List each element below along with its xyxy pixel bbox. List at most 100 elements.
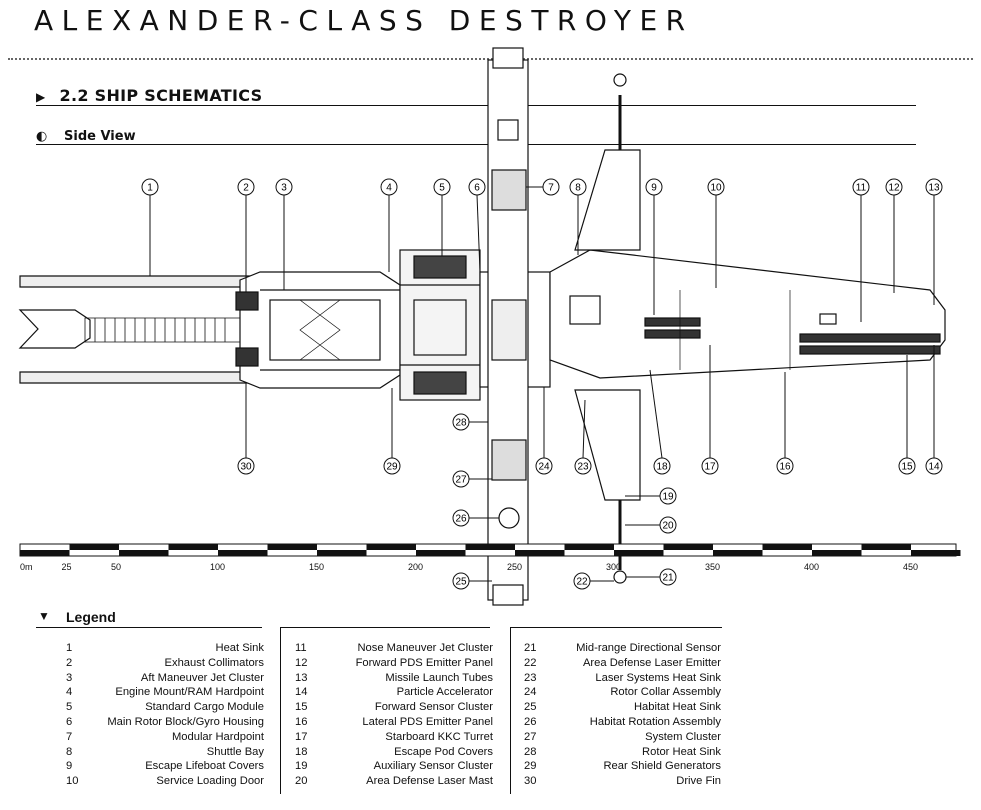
scale-segment xyxy=(762,544,812,550)
scale-segment xyxy=(564,544,614,550)
ship-drawing xyxy=(18,47,946,606)
callout-12: 12 xyxy=(885,178,903,293)
scale-segment xyxy=(861,544,911,550)
callout-24: 24 xyxy=(535,387,553,475)
callout-number: 9 xyxy=(651,183,657,194)
callout-2: 2 xyxy=(237,178,255,292)
callout-circle xyxy=(653,457,671,475)
half-circle-icon: ◐ xyxy=(36,129,48,144)
callout-number: 13 xyxy=(928,183,940,194)
scale-tick-label: 150 xyxy=(309,562,325,572)
legend-number: 19 xyxy=(295,760,308,773)
legend-column-divider xyxy=(510,628,511,794)
legend-number: 12 xyxy=(295,656,308,669)
callout-18: 18 xyxy=(649,369,671,475)
legend-label: Auxiliary Sensor Cluster xyxy=(373,760,493,773)
callout-28: 28 xyxy=(452,413,488,431)
scale-segment xyxy=(317,550,367,556)
scale-segment xyxy=(20,550,70,556)
callout-leader xyxy=(582,399,586,459)
legend-heading-text: Legend xyxy=(66,609,116,625)
callout-number: 18 xyxy=(656,462,668,473)
legend-label: Rotor Collar Assembly xyxy=(610,686,721,699)
legend-label: Laser Systems Heat Sink xyxy=(595,671,721,684)
legend-number: 26 xyxy=(524,715,537,728)
legend-label: Rotor Heat Sink xyxy=(642,745,721,758)
callout-14: 14 xyxy=(925,345,943,475)
section-heading: ▶2.2 SHIP SCHEMATICS xyxy=(36,86,262,105)
legend-number: 29 xyxy=(524,760,537,773)
scale-segment xyxy=(663,544,713,550)
scale-tick-label: 450 xyxy=(903,562,919,572)
section-heading-text: 2.2 SHIP SCHEMATICS xyxy=(59,86,263,105)
callout-4: 4 xyxy=(380,178,398,272)
callout-number: 5 xyxy=(439,183,445,194)
callout-circle xyxy=(776,457,794,475)
legend-number: 18 xyxy=(295,745,308,758)
legend-number: 2 xyxy=(66,656,73,669)
legend-item: 19 Auxiliary Sensor Cluster xyxy=(295,759,493,774)
legend-label: Standard Cargo Module xyxy=(145,701,264,714)
legend-item: 17 Starboard KKC Turret xyxy=(295,730,493,745)
legend-number: 11 xyxy=(295,642,307,654)
legend-rule xyxy=(36,627,262,628)
callout-circle xyxy=(380,178,398,196)
legend-number: 17 xyxy=(295,730,308,743)
callout-circle xyxy=(659,568,677,586)
scale-tick-label: 350 xyxy=(705,562,721,572)
legend-column-divider xyxy=(280,628,281,794)
callout-number: 17 xyxy=(704,462,716,473)
callout-17: 17 xyxy=(701,345,719,475)
callout-circle xyxy=(574,457,592,475)
callout-30: 30 xyxy=(237,383,255,475)
callout-circle xyxy=(452,413,470,431)
callout-number: 16 xyxy=(779,462,791,473)
legend-number: 15 xyxy=(295,701,308,714)
legend-label: Service Loading Door xyxy=(156,775,264,788)
legend-item: 5 Standard Cargo Module xyxy=(66,700,264,715)
legend-number: 7 xyxy=(66,730,73,743)
scale-segment xyxy=(465,544,515,550)
legend-label: Exhaust Collimators xyxy=(164,656,264,669)
legend-label: Starboard KKC Turret xyxy=(385,730,493,743)
scale-tick-label: 200 xyxy=(408,562,424,572)
callout-leader xyxy=(476,194,481,273)
callout-number: 8 xyxy=(575,183,581,194)
callout-circle xyxy=(852,178,870,196)
legend-label: Particle Accelerator xyxy=(396,686,493,699)
callout-21: 21 xyxy=(626,568,677,586)
callout-number: 11 xyxy=(856,183,867,194)
legend-label: Drive Fin xyxy=(676,775,721,788)
callout-number: 26 xyxy=(455,514,467,525)
legend-rule xyxy=(510,627,722,628)
scale-tick-label: 400 xyxy=(804,562,820,572)
callout-26: 26 xyxy=(452,509,499,527)
callout-circle xyxy=(659,487,677,505)
legend-number: 4 xyxy=(66,686,73,699)
legend-number: 5 xyxy=(66,701,73,714)
scale-tick-label: 300 xyxy=(606,562,622,572)
callout-leader xyxy=(649,369,663,459)
callout-number: 24 xyxy=(538,462,550,473)
legend-number: 1 xyxy=(66,642,73,654)
legend-item: 2 Exhaust Collimators xyxy=(66,656,264,671)
callout-6: 6 xyxy=(468,178,486,273)
scale-segment xyxy=(218,550,268,556)
scale-segment xyxy=(119,550,169,556)
legend-label: Lateral PDS Emitter Panel xyxy=(362,715,493,728)
subsection-rule xyxy=(36,144,916,145)
callout-23: 23 xyxy=(574,399,592,475)
callout-13: 13 xyxy=(925,178,943,305)
callout-circle xyxy=(237,178,255,196)
callout-number: 25 xyxy=(455,577,467,588)
